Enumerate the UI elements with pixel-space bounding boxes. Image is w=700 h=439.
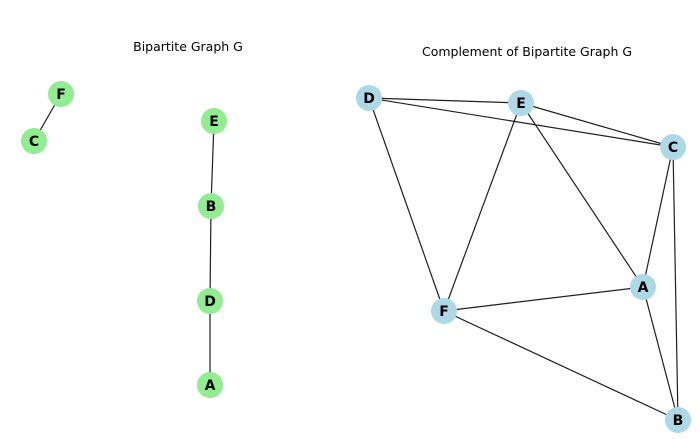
graph-node-label-D: D [204,294,216,310]
graph-edge-E-A [520,102,644,288]
complement-graph: D E C F A B [356,85,691,433]
graph-node-F [48,81,74,107]
graph-edge-B-D [209,205,212,302]
graph-edge-F-B [443,310,679,421]
graph-node-D [356,85,382,111]
graph-edge-E-C [520,102,674,148]
graph-node-label-C: C [668,140,678,156]
graph-edge-E-B [210,120,215,207]
graph-node-C [21,128,47,154]
graph-node-label-B: B [206,199,217,215]
graph-node-E [201,108,227,134]
left-graph-title: Bipartite Graph G [133,38,243,54]
graph-node-C [660,134,686,160]
graph-edge-D-C [368,97,674,148]
graph-edge-F-A [443,286,644,312]
graph-node-D [197,288,223,314]
graph-node-label-A: A [205,378,216,394]
graph-node-label-F: F [56,87,66,103]
graph-edge-D-E [368,97,522,104]
graph-node-label-E: E [516,96,526,112]
graph-edge-E-F [443,102,522,312]
graph-node-B [665,407,691,433]
graph-edge-D-F [368,97,445,312]
graph-node-E [508,90,534,116]
graph-node-F [431,298,457,324]
graph-node-label-A: A [638,280,649,296]
graph-node-label-B: B [673,413,684,429]
graph-edge-C-B [672,146,679,421]
graph-node-A [630,274,656,300]
graph-edge-C-A [642,146,674,288]
bipartite-graph: F C E B D A [21,81,227,398]
right-graph-title: Complement of Bipartite Graph G [421,43,633,59]
graph-node-label-F: F [439,304,449,320]
graph-node-label-E: E [209,114,219,130]
graph-node-A [197,372,223,398]
graph-node-label-C: C [29,134,39,150]
graph-node-label-D: D [363,91,375,107]
graph-node-B [198,193,224,219]
graph-edge-A-B [642,286,679,421]
